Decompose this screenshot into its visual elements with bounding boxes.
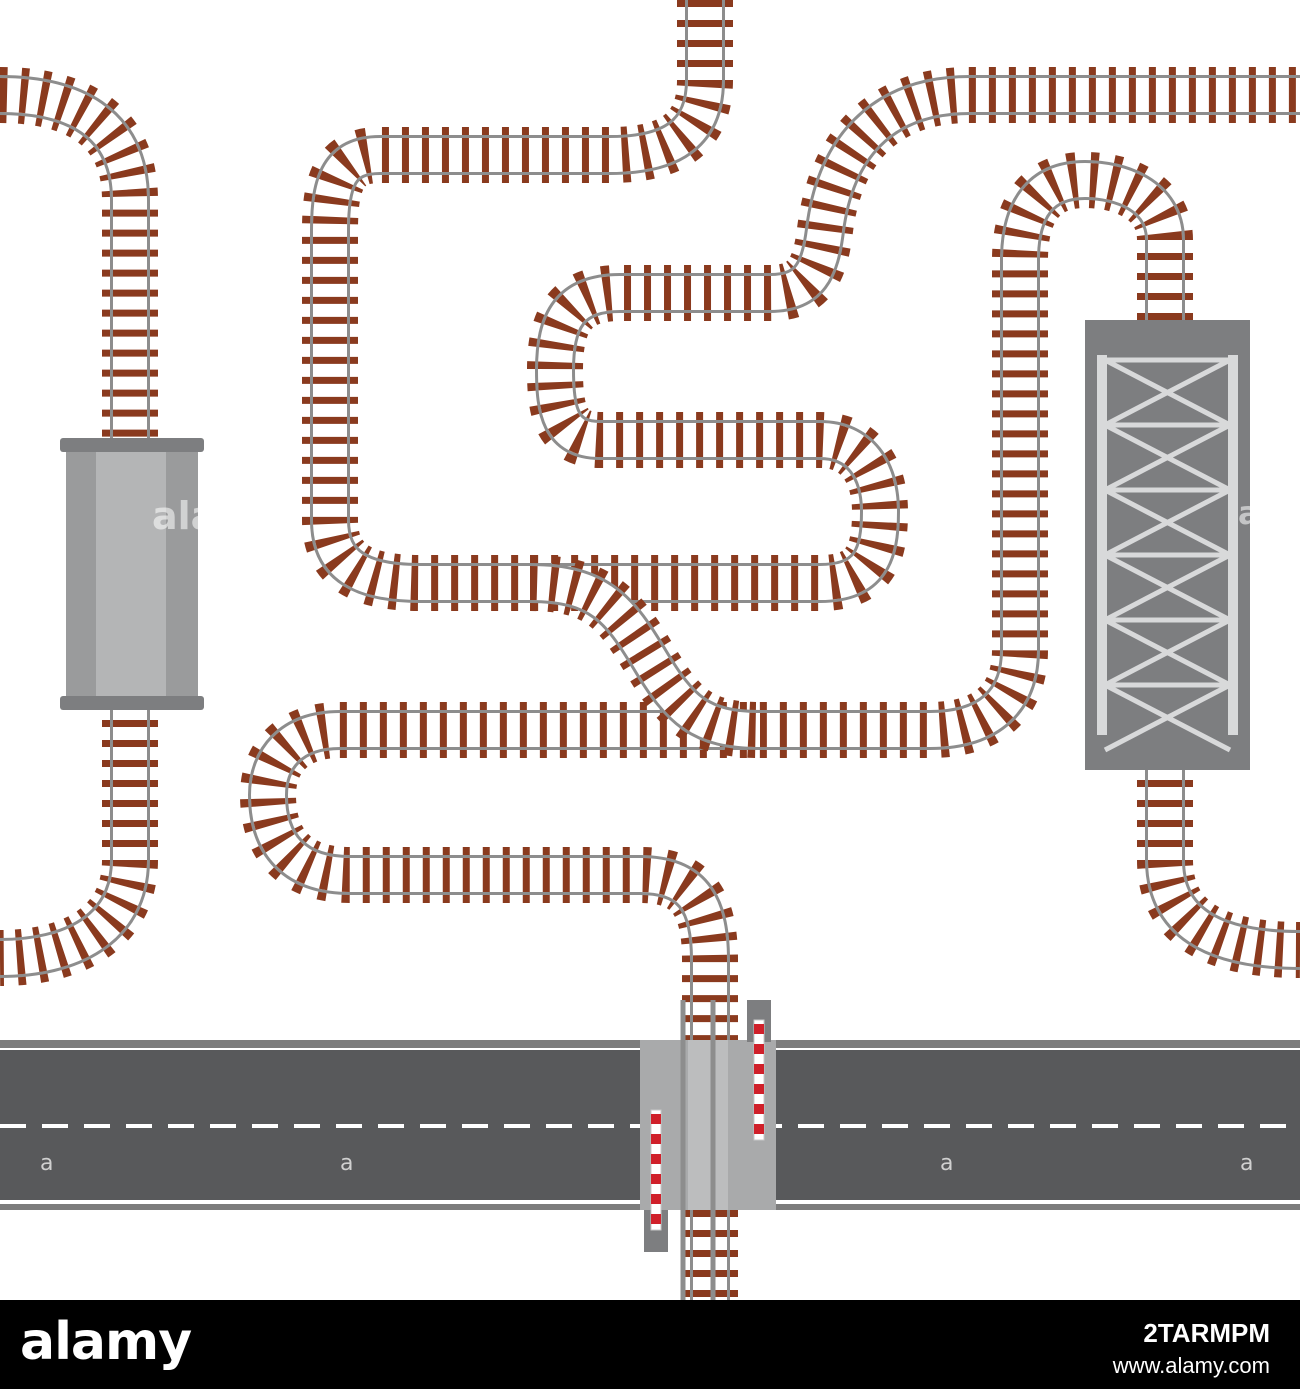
railway-bridge: [1085, 320, 1250, 770]
barrier-gate-top: [747, 1000, 771, 1141]
railway-scene: a a a a: [0, 0, 1300, 1300]
truss-diagonal: [1103, 357, 1232, 428]
truss-diagonal: [1103, 682, 1232, 753]
railway-tunnel: [60, 438, 204, 710]
barrier-stripe: [651, 1134, 661, 1144]
watermark-letter: a: [340, 1151, 353, 1176]
truss-diagonal: [1103, 552, 1232, 623]
barrier-stripe: [754, 1104, 764, 1114]
track-left-ties: [0, 78, 147, 975]
alamy-logo: alamy: [20, 1312, 192, 1372]
site-url: www.alamy.com: [1112, 1353, 1270, 1378]
truss-diagonal: [1103, 617, 1232, 688]
barrier-stripe: [754, 1024, 764, 1034]
track-right-down-gap: [1148, 760, 1300, 967]
track-right-loop-gap: [250, 162, 1182, 1040]
truss-diagonal: [1103, 422, 1232, 493]
barrier-stripe: [651, 1114, 661, 1124]
barrier-stripe: [651, 1174, 661, 1184]
watermark-letter: a: [1240, 1151, 1253, 1176]
truss-diagonal: [1103, 487, 1232, 558]
barrier-stripe: [754, 1084, 764, 1094]
barrier-stripe: [651, 1154, 661, 1164]
image-id: 2TARMPM: [1143, 1318, 1270, 1348]
road-watermarks: a a a a: [40, 1151, 1253, 1176]
track-branch-ties: [529, 566, 761, 747]
track-main-ties: [313, 0, 1300, 600]
railway-tracks: [0, 0, 1300, 1300]
barrier-stripe: [754, 1124, 764, 1134]
stock-footer: alamy 2TARMPM www.alamy.com: [0, 1300, 1300, 1389]
barrier-stripe: [754, 1044, 764, 1054]
barrier-gate-bottom: [644, 1109, 668, 1252]
image-meta: 2TARMPM www.alamy.com: [1113, 1318, 1270, 1379]
barrier-stripe: [651, 1194, 661, 1204]
barrier-stripe: [651, 1214, 661, 1224]
watermark-letter: a: [40, 1151, 53, 1176]
barrier-stripe: [754, 1064, 764, 1074]
level-crossing: [640, 1000, 776, 1300]
watermark-letter: a: [940, 1151, 953, 1176]
